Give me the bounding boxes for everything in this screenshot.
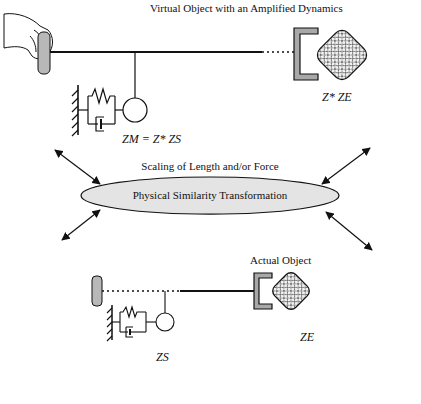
- top-mass-spring-damper: [72, 52, 147, 136]
- figure-label: Actual Object: [250, 254, 311, 267]
- ellipse-shape: [81, 177, 339, 214]
- bottom-mass-spring-damper: [107, 291, 174, 341]
- rod: [180, 290, 257, 292]
- handle: [38, 32, 50, 74]
- transform-arrows: [55, 148, 372, 250]
- actual-object: [270, 270, 312, 312]
- figure-label: Virtual Object with an Amplified Dynamic…: [150, 2, 343, 15]
- virtual-object: [314, 27, 371, 84]
- dotted-link: [102, 290, 180, 292]
- rod: [50, 51, 262, 53]
- figure-label: ZE: [300, 330, 314, 344]
- node-heading: Scaling of Length and/or Force: [80, 160, 340, 173]
- figure-label: ZM = Z* ZS: [122, 132, 181, 146]
- ellipse-body: Physical Similarity Transformation: [80, 176, 340, 215]
- transformation-ellipse: Scaling of Length and/or ForcePhysical S…: [80, 160, 340, 215]
- figure-label: Z* ZE: [322, 90, 352, 104]
- gripper: [254, 273, 272, 309]
- gripper: [294, 28, 318, 80]
- node-text: Physical Similarity Transformation: [80, 176, 340, 215]
- dotted-link: [262, 51, 296, 53]
- handle: [92, 276, 102, 306]
- figure-label: ZS: [156, 350, 169, 364]
